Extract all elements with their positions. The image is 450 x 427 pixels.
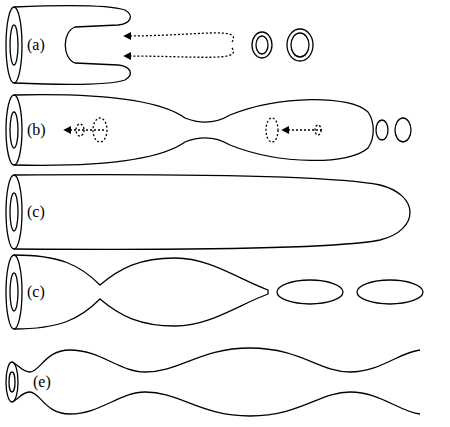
panel-letter: (c) [27, 203, 45, 221]
jet-e [6, 348, 420, 416]
panel-letter: (c) [27, 283, 45, 301]
panel-letter: (e) [33, 373, 51, 391]
panel-label: (e) [33, 373, 51, 391]
jet-d [6, 255, 423, 329]
panel-letter: (b) [27, 121, 46, 139]
panel-label: (c) [27, 203, 45, 221]
panel-label: (b) [27, 121, 46, 139]
panel-label: (c) [27, 283, 45, 301]
jet-a [6, 6, 313, 84]
panel-label: (a) [27, 36, 45, 54]
jet-c [6, 175, 410, 250]
jet-b [6, 95, 411, 166]
panel-letter: (a) [27, 36, 45, 54]
